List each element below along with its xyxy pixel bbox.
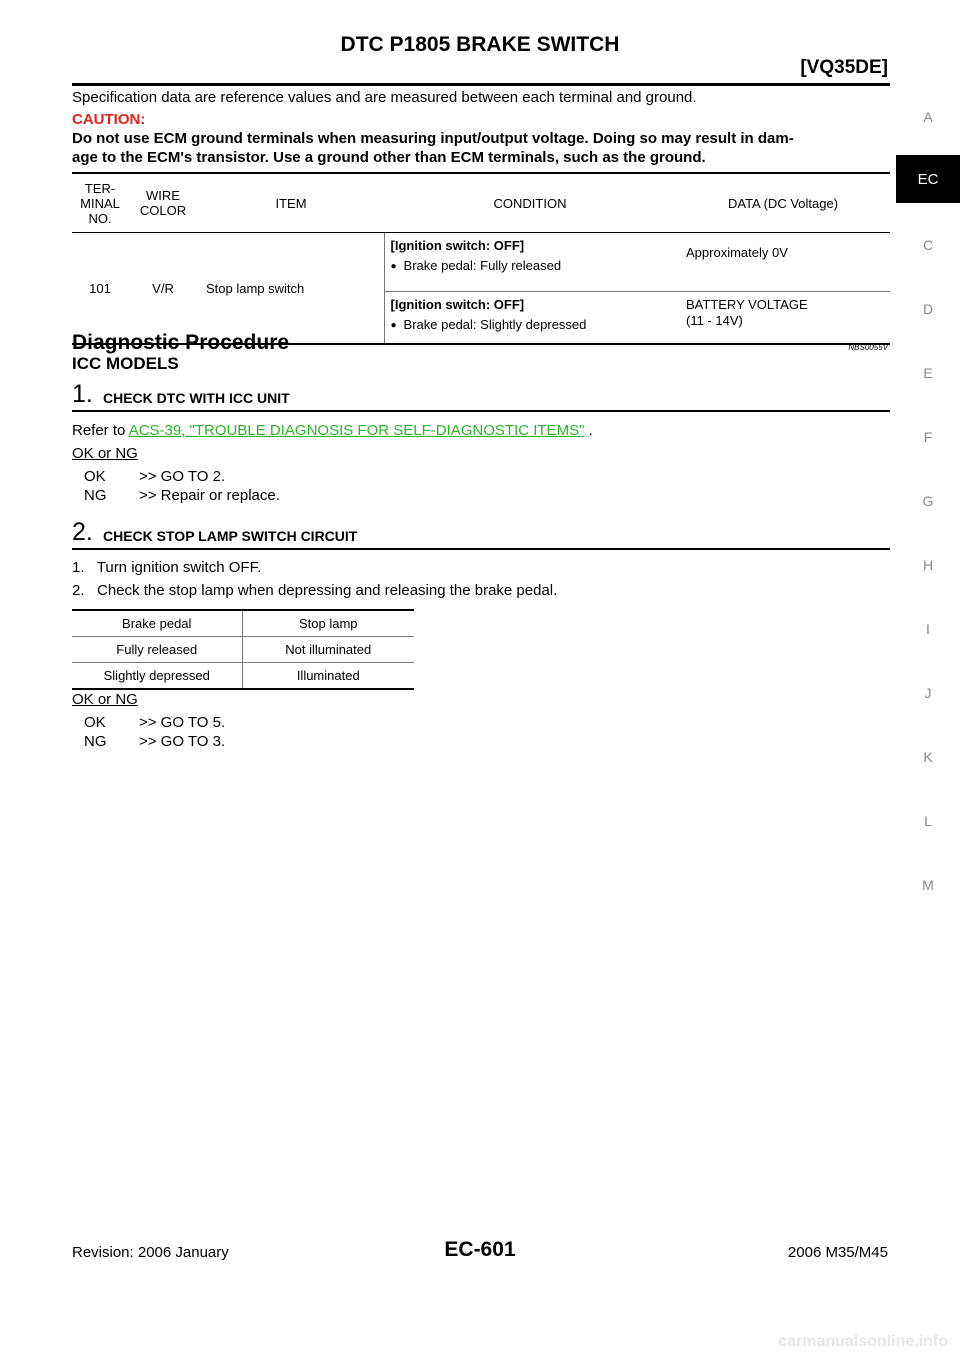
side-index-c[interactable]: C	[922, 237, 934, 253]
header-wire-color: WIRE COLOR	[128, 174, 198, 233]
caution-line-1: Do not use ECM ground terminals when mea…	[72, 130, 794, 147]
side-index-e[interactable]: E	[923, 365, 933, 381]
step-title: CHECK STOP LAMP SWITCH CIRCUIT	[103, 528, 358, 544]
header-condition: CONDITION	[384, 174, 676, 233]
table-cell: Not illuminated	[241, 636, 414, 663]
terminal-number: 101	[89, 280, 111, 296]
side-index-l[interactable]: L	[924, 813, 932, 829]
side-index-g[interactable]: G	[922, 493, 934, 509]
condition-2: [Ignition switch: OFF] Brake pedal: Slig…	[383, 291, 676, 343]
section-title: Diagnostic Procedure	[72, 331, 290, 354]
section-subtitle: ICC MODELS	[72, 354, 179, 373]
wire-color: V/R	[152, 280, 174, 296]
section-code: NBS0055V	[848, 343, 888, 352]
side-index-h[interactable]: H	[922, 557, 934, 573]
table-header-row: Brake pedal Stop lamp	[72, 611, 414, 637]
side-index-f[interactable]: F	[923, 429, 933, 445]
ok-or-ng-label: OK or NG	[72, 445, 138, 462]
ok-label: OK	[84, 714, 106, 731]
caution-line-2: age to the ECM's transistor. Use a groun…	[72, 149, 706, 166]
side-index-a[interactable]: A	[923, 109, 933, 125]
header-terminal: TER- MINAL NO.	[72, 174, 128, 233]
header-data: DATA (DC Voltage)	[676, 174, 890, 233]
header-item: ITEM	[198, 174, 384, 233]
step-2-item-2: 2. Check the stop lamp when depressing a…	[72, 582, 558, 599]
ok-label: OK	[84, 468, 106, 485]
spec-row: [Ignition switch: OFF] Brake pedal: Slig…	[72, 291, 890, 343]
page-title: DTC P1805 BRAKE SWITCH	[340, 33, 620, 56]
table-cell: Fully released	[72, 636, 242, 663]
item-name: Stop lamp switch	[206, 280, 305, 296]
side-index-m[interactable]: M	[922, 877, 934, 893]
ng-label: NG	[84, 733, 107, 750]
side-index-j[interactable]: J	[924, 685, 932, 701]
data-1: Approximately 0V	[676, 232, 890, 292]
terminal-spec-table: TER- MINAL NO. WIRE COLOR ITEM CONDITION…	[72, 172, 890, 345]
header-stop-lamp: Stop lamp	[241, 611, 414, 637]
step-title: CHECK DTC WITH ICC UNIT	[103, 390, 290, 406]
side-index-k[interactable]: K	[923, 749, 933, 765]
step-2-item-1: 1. Turn ignition switch OFF.	[72, 559, 262, 576]
step-number: 2.	[72, 518, 93, 546]
caution-text: Do not use ECM ground terminals when mea…	[72, 129, 892, 167]
side-index-d[interactable]: D	[922, 301, 934, 317]
header-rule	[72, 83, 890, 86]
table-cell: Slightly depressed	[72, 662, 242, 688]
stop-lamp-table: Brake pedal Stop lamp Fully released Not…	[72, 609, 414, 690]
table-row: Slightly depressed Illuminated	[72, 662, 414, 688]
side-index-ec-active[interactable]: EC	[896, 155, 960, 203]
ok-result: >> GO TO 2.	[139, 468, 226, 485]
engine-code: [VQ35DE]	[800, 57, 888, 78]
data-2: BATTERY VOLTAGE (11 - 14V)	[686, 297, 808, 328]
step-number: 1.	[72, 380, 93, 408]
spec-header-row: TER- MINAL NO. WIRE COLOR ITEM CONDITION…	[72, 174, 890, 233]
model-name: 2006 M35/M45	[787, 1244, 888, 1261]
spec-row: 101 V/R Stop lamp switch [Ignition switc…	[72, 232, 890, 296]
table-cell: Illuminated	[241, 662, 414, 688]
intro-text: Specification data are reference values …	[72, 89, 697, 106]
refer-text: Refer to ACS-39, "TROUBLE DIAGNOSIS FOR …	[72, 422, 593, 439]
condition-1: [Ignition switch: OFF] Brake pedal: Full…	[383, 232, 676, 292]
acs-39-link[interactable]: ACS-39, "TROUBLE DIAGNOSIS FOR SELF-DIAG…	[128, 422, 585, 439]
revision-date: Revision: 2006 January	[72, 1244, 229, 1261]
step-2-header: 2. CHECK STOP LAMP SWITCH CIRCUIT	[72, 518, 890, 550]
watermark-logo: carmanualsonline.info	[778, 1333, 948, 1350]
table-row: Fully released Not illuminated	[72, 636, 414, 663]
ok-result: >> GO TO 5.	[139, 714, 226, 731]
caution-heading: CAUTION:	[72, 111, 146, 128]
ok-or-ng-label: OK or NG	[72, 691, 138, 708]
step-1-header: 1. CHECK DTC WITH ICC UNIT	[72, 380, 890, 412]
side-index-i[interactable]: I	[926, 621, 930, 637]
ng-result: >> Repair or replace.	[139, 487, 280, 504]
ng-result: >> GO TO 3.	[139, 733, 226, 750]
svg-text:carmanualsonline.info: carmanualsonline.info	[778, 1333, 948, 1350]
page-number: EC-601	[444, 1238, 516, 1261]
header-brake-pedal: Brake pedal	[122, 616, 192, 631]
ng-label: NG	[84, 487, 107, 504]
